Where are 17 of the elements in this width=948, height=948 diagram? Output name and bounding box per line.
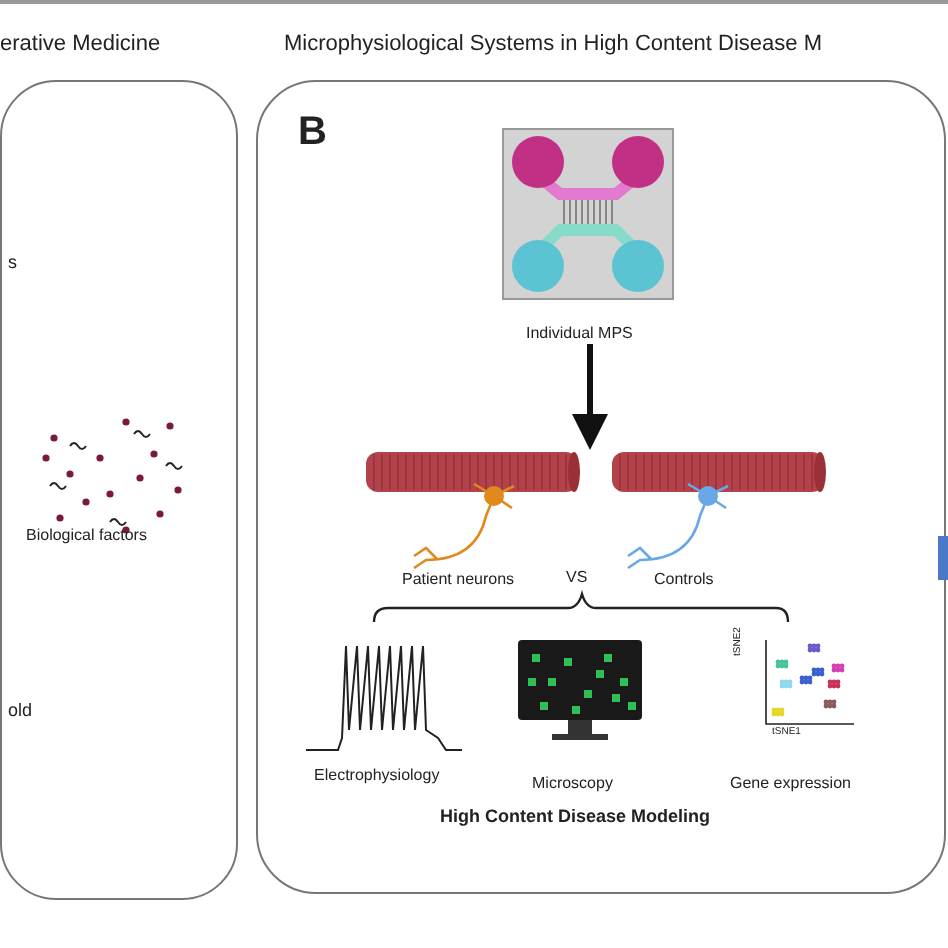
panel-letter: B — [298, 110, 327, 154]
node-label: Controls — [654, 570, 714, 590]
node-label: Individual MPS — [526, 324, 633, 344]
heading: Microphysiological Systems in High Content Disease M — [284, 32, 822, 58]
section-label: High Content Disease Modeling — [440, 806, 711, 828]
arrow — [572, 344, 608, 450]
panel — [0, 80, 238, 900]
label: VS — [566, 568, 588, 588]
node-label: Microscopy — [532, 774, 613, 794]
node-label: Gene expression — [730, 774, 851, 794]
heading: erative Medicine — [0, 32, 161, 58]
node-label: Electrophysiology — [314, 766, 440, 786]
label: old — [8, 700, 33, 722]
panel — [256, 80, 946, 894]
node-label: Biological factors — [26, 526, 147, 546]
node-label: Patient neurons — [402, 570, 515, 590]
label: s — [8, 252, 17, 274]
